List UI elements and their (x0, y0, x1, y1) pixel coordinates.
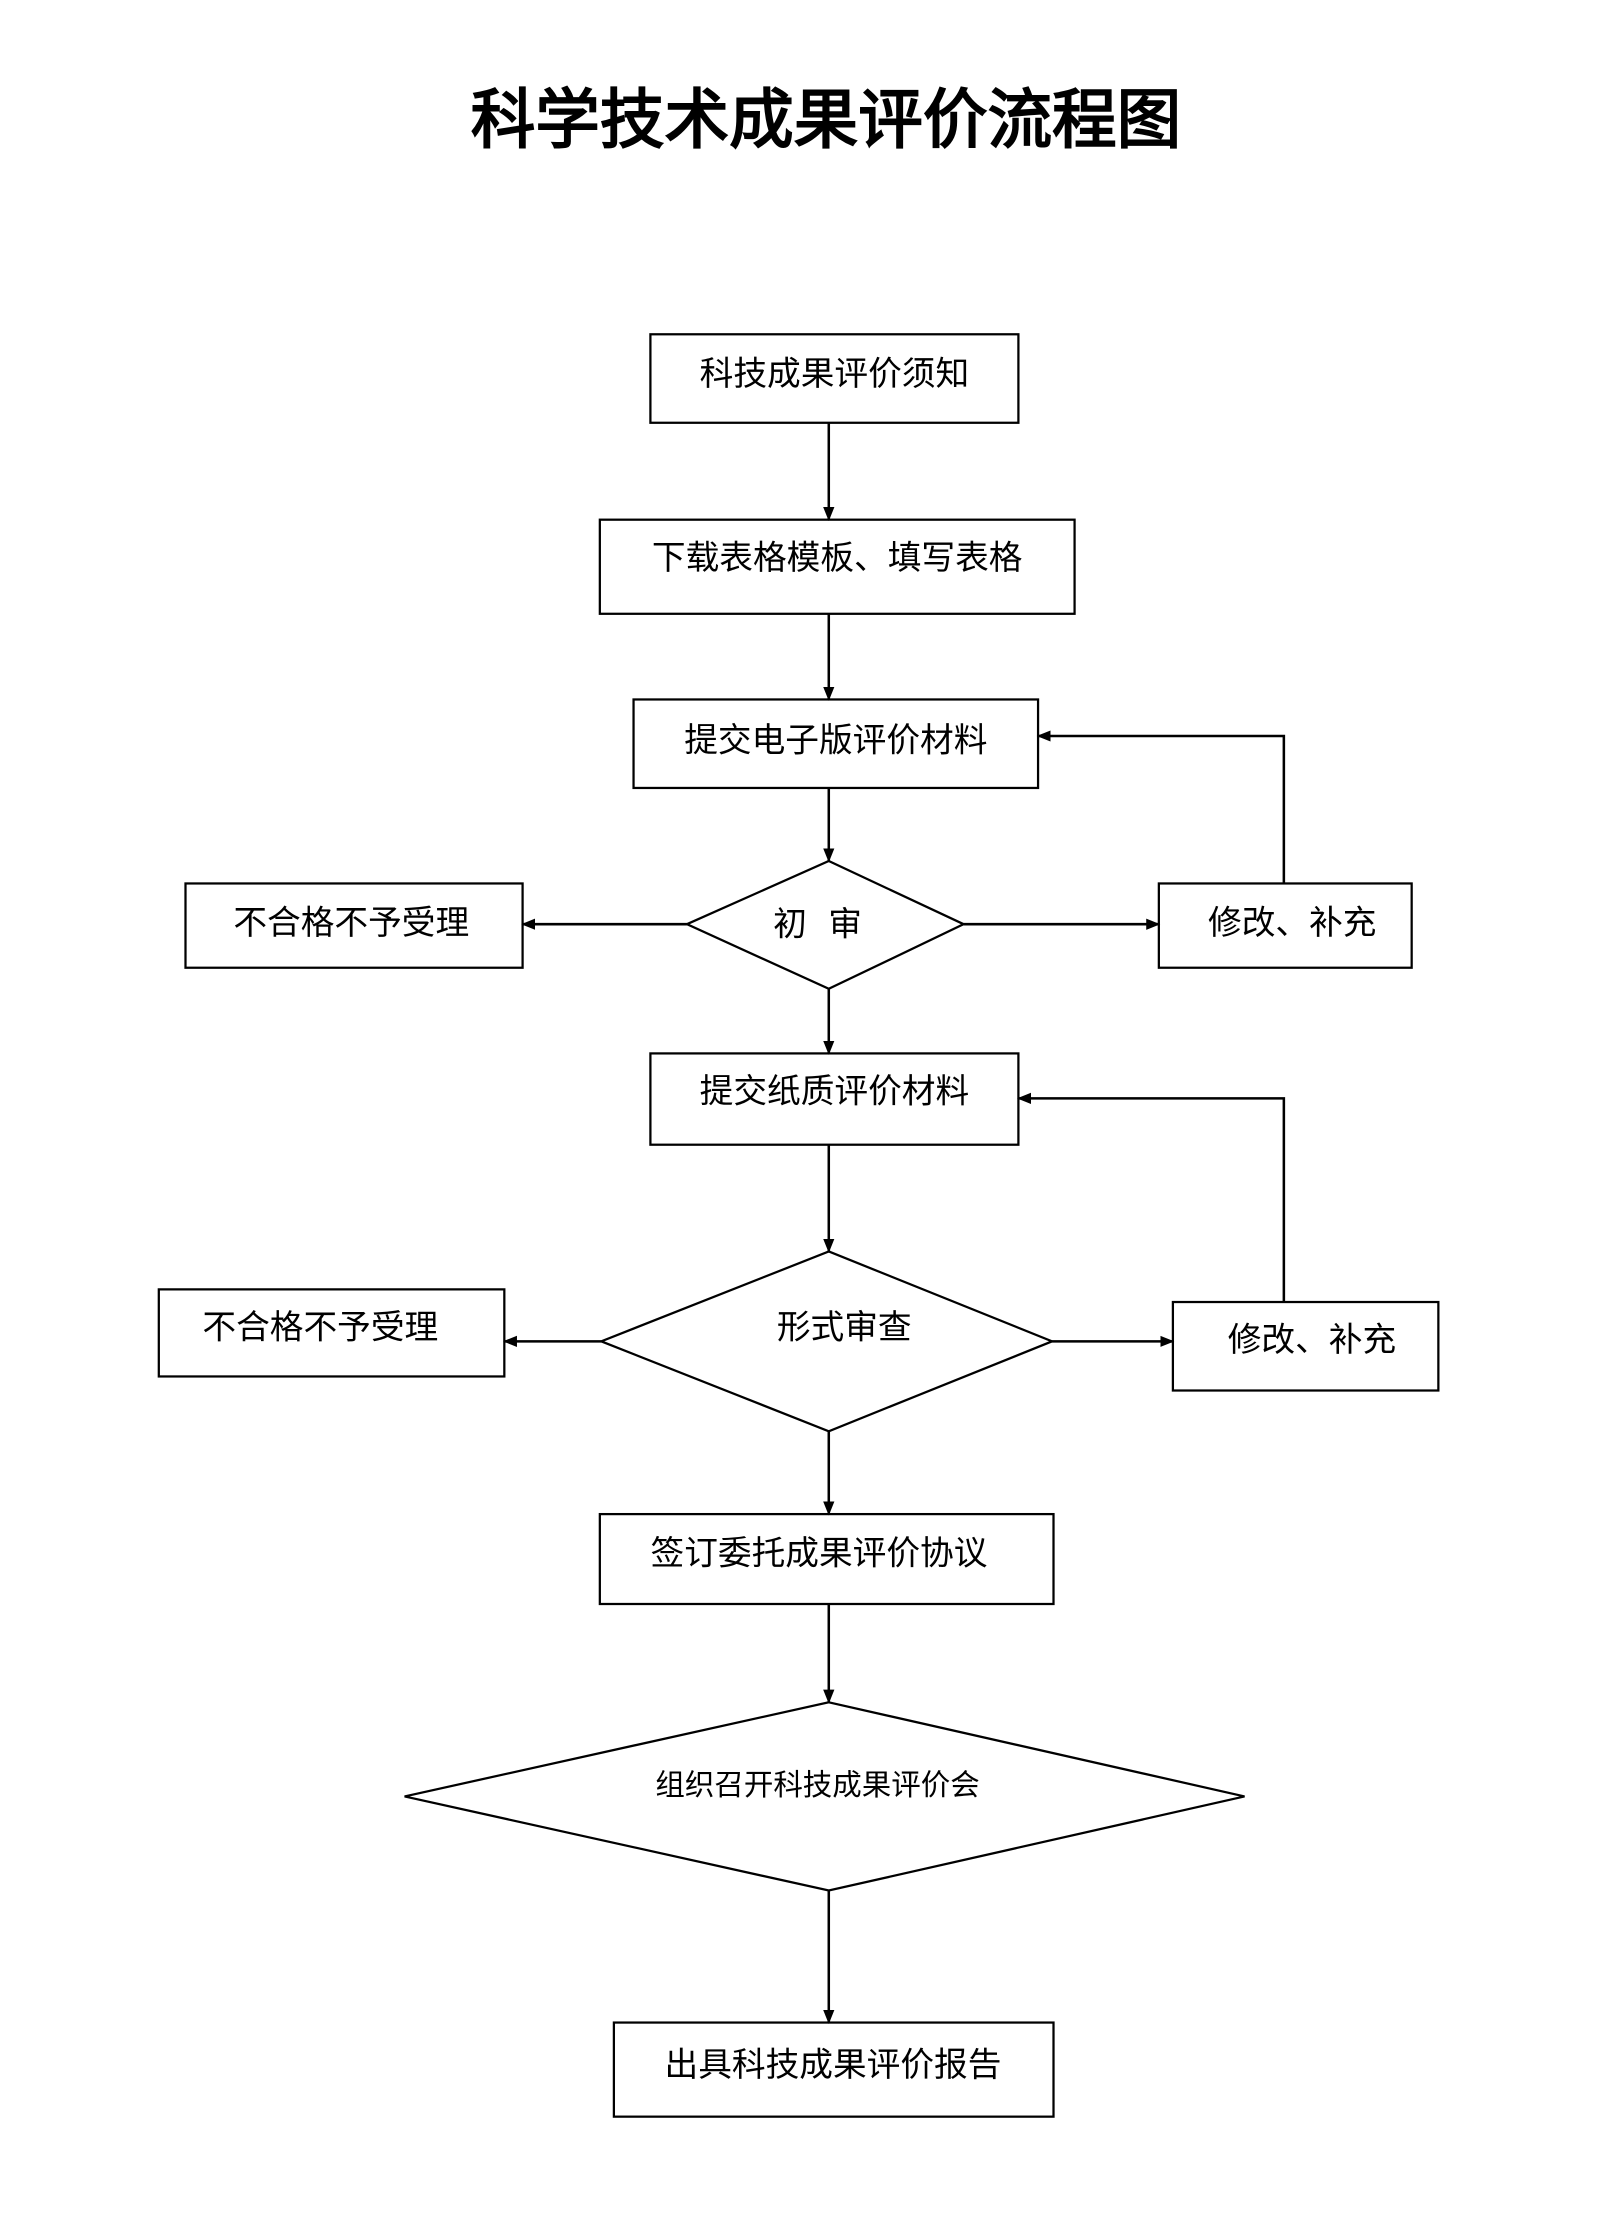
notice-box (649, 333, 1020, 424)
submit-paper-box (649, 1052, 1020, 1146)
meeting-label: 组织召开科技成果评价会 (655, 1768, 979, 1802)
revise-box-1 (1157, 882, 1413, 969)
initial-review-label: 初 审 (773, 904, 862, 943)
revise-label-2: 修改、补充 (1228, 1320, 1396, 1359)
sign-agreement-label: 签订委托成果评价协议 (651, 1534, 988, 1573)
issue-report-box (612, 2021, 1055, 2118)
arrow-revise-back-to-submit (1036, 730, 1286, 884)
download-label: 下载表格模板、填写表格 (652, 538, 1023, 577)
reject-label-2: 不合格不予受理 (202, 1308, 438, 1347)
reject-box-2 (157, 1288, 506, 1378)
formal-review-label: 形式审查 (777, 1308, 912, 1347)
revise-label-1: 修改、补充 (1208, 903, 1376, 942)
sign-agreement-box (598, 1512, 1055, 1606)
issue-report-label: 出具科技成果评价报告 (665, 2045, 1002, 2084)
submit-electronic-box (632, 698, 1040, 790)
arrow-revise-back-to-paper (1016, 1092, 1286, 1303)
download-box (598, 518, 1076, 615)
submit-electronic-label: 提交电子版评价材料 (684, 720, 987, 759)
submit-paper-label: 提交纸质评价材料 (700, 1072, 970, 1111)
page-title: 科学技术成果评价流程图 (471, 83, 1182, 158)
notice-label: 科技成果评价须知 (700, 354, 970, 393)
reject-label-1: 不合格不予受理 (233, 903, 469, 942)
